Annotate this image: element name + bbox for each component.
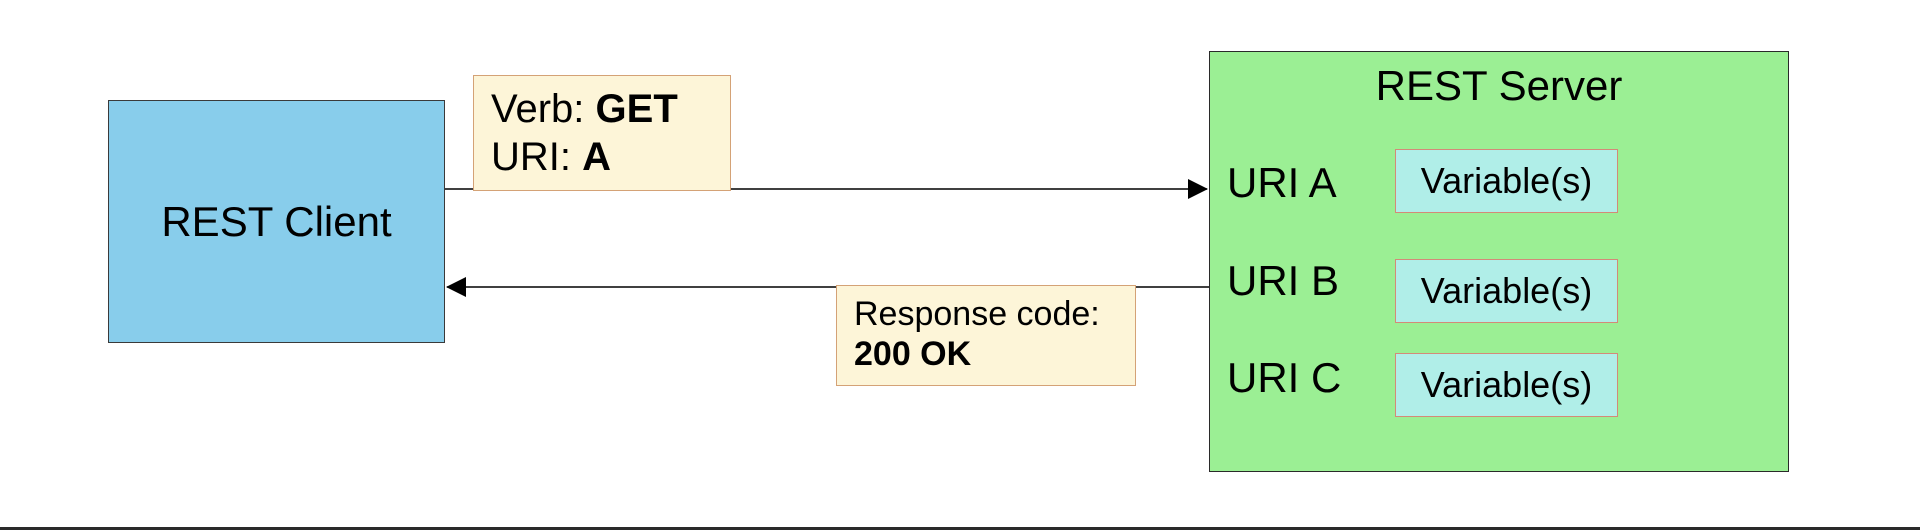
uri-c-label: URI C — [1227, 354, 1342, 401]
verb-label: Verb: — [491, 87, 585, 131]
uri-a-label: URI A — [1227, 159, 1337, 206]
uri-line: URI: A — [491, 133, 730, 181]
bottom-divider — [0, 527, 1920, 530]
uri-b-variables-box: Variable(s) — [1395, 259, 1618, 323]
uri-label: URI: — [491, 135, 571, 179]
uri-c-variables-box: Variable(s) — [1395, 353, 1618, 417]
rest-server-box: REST Server URI A Variable(s) URI B Vari… — [1209, 51, 1789, 472]
request-note: Verb: GET URI: A — [473, 75, 731, 191]
verb-line: Verb: GET — [491, 85, 730, 133]
response-note: Response code: 200 OK — [836, 285, 1136, 386]
uri-b-variables-label: Variable(s) — [1420, 270, 1593, 311]
rest-client-title: REST Client — [161, 197, 392, 245]
uri-b-label: URI B — [1227, 257, 1340, 304]
response-code-value: 200 OK — [854, 335, 972, 373]
rest-client-box: REST Client — [108, 100, 445, 343]
uri-a-variables-box: Variable(s) — [1395, 149, 1618, 213]
rest-server-title: REST Server — [1375, 62, 1623, 109]
uri-value: A — [582, 135, 612, 179]
uri-a-variables-label: Variable(s) — [1420, 160, 1593, 201]
uri-c-variables-label: Variable(s) — [1420, 364, 1593, 405]
response-code-label: Response code: — [854, 295, 1100, 333]
verb-value: GET — [595, 87, 678, 131]
